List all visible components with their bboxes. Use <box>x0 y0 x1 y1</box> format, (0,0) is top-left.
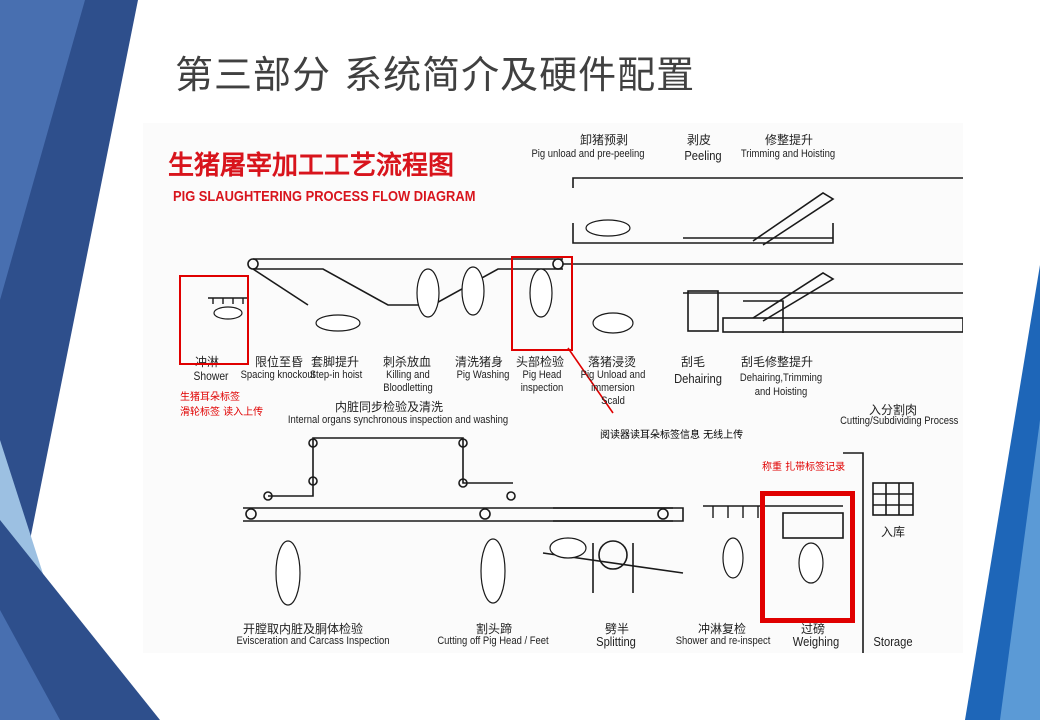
station-zh: 冲淋 <box>195 355 220 369</box>
station-zh: 入分割肉 <box>869 403 918 417</box>
station-zh: 修整提升 <box>765 133 814 147</box>
ear-tag-note-line: 滑轮标签 读入上传 <box>180 407 264 418</box>
station-en: Dehairing <box>674 371 722 386</box>
station-en: Pig Washing <box>456 369 510 381</box>
station-en: Killing and Bloodletting <box>383 369 433 394</box>
weighing-highlight-box <box>760 491 855 623</box>
station-zh: 刺杀放血 <box>383 355 432 369</box>
station-en: Cutting/Subdividing Process <box>840 415 959 427</box>
station-en: Pig Head inspection <box>520 369 564 394</box>
ear-tag-note-line: 生猪耳朵标签 <box>180 392 240 403</box>
station-en: Evisceration and Carcass Inspection <box>236 635 390 647</box>
station-zh: 落猪浸烫 <box>588 355 637 369</box>
station-zh: 限位至昏 <box>255 355 304 369</box>
station-en: Internal organs synchronous inspection a… <box>287 414 509 426</box>
station-en: Peeling <box>684 148 722 163</box>
station-zh: 冲淋复检 <box>698 622 747 636</box>
station-zh: 过磅 <box>801 622 826 636</box>
station-zh: 卸猪预剥 <box>580 133 629 147</box>
head-inspection-highlight-box <box>511 256 573 351</box>
ear-tag-note: 生猪耳朵标签 滑轮标签 读入上传 <box>180 388 263 418</box>
station-zh: 入库 <box>881 525 906 539</box>
station-en: Storage <box>873 634 913 649</box>
station-en: Step-in hoist <box>309 369 363 381</box>
station-zh: 清洗猪身 <box>455 355 504 369</box>
flow-diagram-drawing <box>143 123 963 653</box>
station-zh: 割头蹄 <box>476 622 513 636</box>
station-en: Splitting <box>596 634 636 649</box>
station-zh: 刮毛修整提升 <box>741 355 814 369</box>
station-zh: 头部检验 <box>516 355 565 369</box>
reader-note: 阅读器读耳朵标签信息 无线上传 <box>600 430 744 441</box>
slide-title: 第三部分 系统简介及硬件配置 <box>175 53 696 97</box>
weigh-note: 称重 扎带标签记录 <box>762 462 846 473</box>
station-zh: 开膛取内脏及胴体检验 <box>243 622 364 636</box>
diagram-title-zh: 生猪屠宰加工工艺流程图 <box>168 151 455 181</box>
station-zh: 内脏同步检验及清洗 <box>335 400 444 414</box>
station-en: Weighing <box>792 634 840 649</box>
station-en: Shower <box>193 369 229 383</box>
station-en: Shower and re-inspect <box>675 635 771 647</box>
station-en: Cutting off Pig Head / Feet <box>437 635 549 647</box>
station-en: Trimming and Hoisting <box>740 148 836 160</box>
station-zh: 剥皮 <box>687 133 712 147</box>
station-zh: 刮毛 <box>681 355 706 369</box>
station-zh: 劈半 <box>605 622 630 636</box>
station-zh: 套脚提升 <box>311 355 360 369</box>
station-en: Dehairing,Trimming and Hoisting <box>739 372 823 398</box>
shower-highlight-box <box>179 275 249 365</box>
station-en: Pig Unload and immersion Scald <box>580 369 646 407</box>
process-flow-diagram: 生猪屠宰加工工艺流程图 PIG SLAUGHTERING PROCESS FLO… <box>143 123 963 653</box>
station-en: Spacing knockout <box>240 369 316 381</box>
diagram-title-en: PIG SLAUGHTERING PROCESS FLOW DIAGRAM <box>173 188 476 205</box>
station-en: Pig unload and pre-peeling <box>531 148 645 160</box>
